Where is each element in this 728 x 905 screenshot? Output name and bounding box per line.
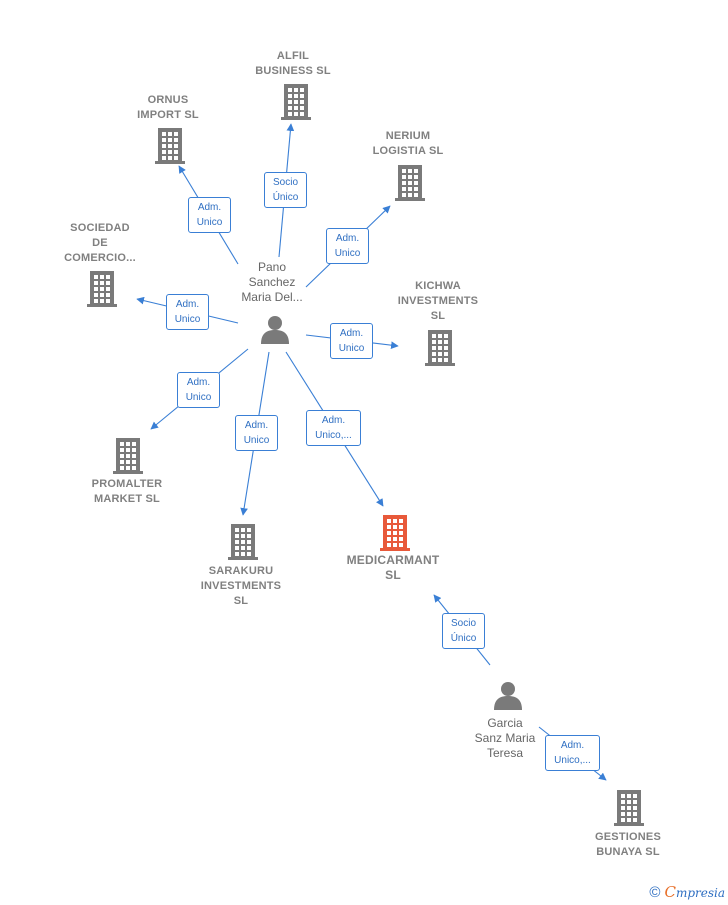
company-label-ornus: ORNUS IMPORT SL [137, 94, 199, 121]
person-label-pano: Pano Sanchez Maria Del... [241, 260, 303, 304]
person-icon[interactable] [493, 680, 523, 715]
building-icon[interactable] [281, 84, 311, 125]
edge-label-gestiones[interactable]: Adm. Unico,... [545, 735, 600, 771]
edge-label-medicarmant[interactable]: Adm. Unico,... [306, 410, 361, 446]
building-icon[interactable] [113, 438, 143, 479]
edge-label-sarakuru[interactable]: Adm. Unico [235, 415, 278, 451]
brand-logo: Cmpresia [664, 883, 725, 901]
company-label-medicarmant: MEDICARMANT SL [346, 553, 440, 582]
company-label-alfil: ALFIL BUSINESS SL [255, 50, 331, 77]
edge-label-kichwa[interactable]: Adm. Unico [330, 323, 373, 359]
company-label-nerium: NERIUM LOGISTIA SL [372, 130, 444, 157]
edge-label-sociedad[interactable]: Adm. Unico [166, 294, 209, 330]
company-label-gestiones: GESTIONES BUNAYA SL [595, 831, 661, 858]
building-icon[interactable] [425, 330, 455, 371]
copyright-icon: © [649, 883, 661, 901]
footer-brand[interactable]: © Cmpresia [649, 883, 725, 901]
edge-label-promalter[interactable]: Adm. Unico [177, 372, 220, 408]
person-icon[interactable] [260, 314, 290, 349]
company-label-sociedad: SOCIEDAD DE COMERCIO... [64, 222, 136, 264]
company-label-promalter: PROMALTER MARKET SL [91, 478, 163, 505]
building-icon[interactable] [614, 790, 644, 831]
company-label-sarakuru: SARAKURU INVESTMENTS SL [200, 565, 282, 607]
building-icon[interactable] [87, 271, 117, 312]
person-label-garcia: Garcia Sanz Maria Teresa [474, 716, 536, 760]
edge-label-alfil[interactable]: Socio Único [264, 172, 307, 208]
company-label-kichwa: KICHWA INVESTMENTS SL [397, 280, 479, 322]
building-icon[interactable] [395, 165, 425, 206]
building-icon[interactable] [228, 524, 258, 565]
edge-label-ornus[interactable]: Adm. Unico [188, 197, 231, 233]
edge-label-nerium[interactable]: Adm. Unico [326, 228, 369, 264]
building-icon[interactable] [380, 515, 410, 556]
building-icon[interactable] [155, 128, 185, 169]
edge-label-garcia-medicarmant[interactable]: Socio Único [442, 613, 485, 649]
